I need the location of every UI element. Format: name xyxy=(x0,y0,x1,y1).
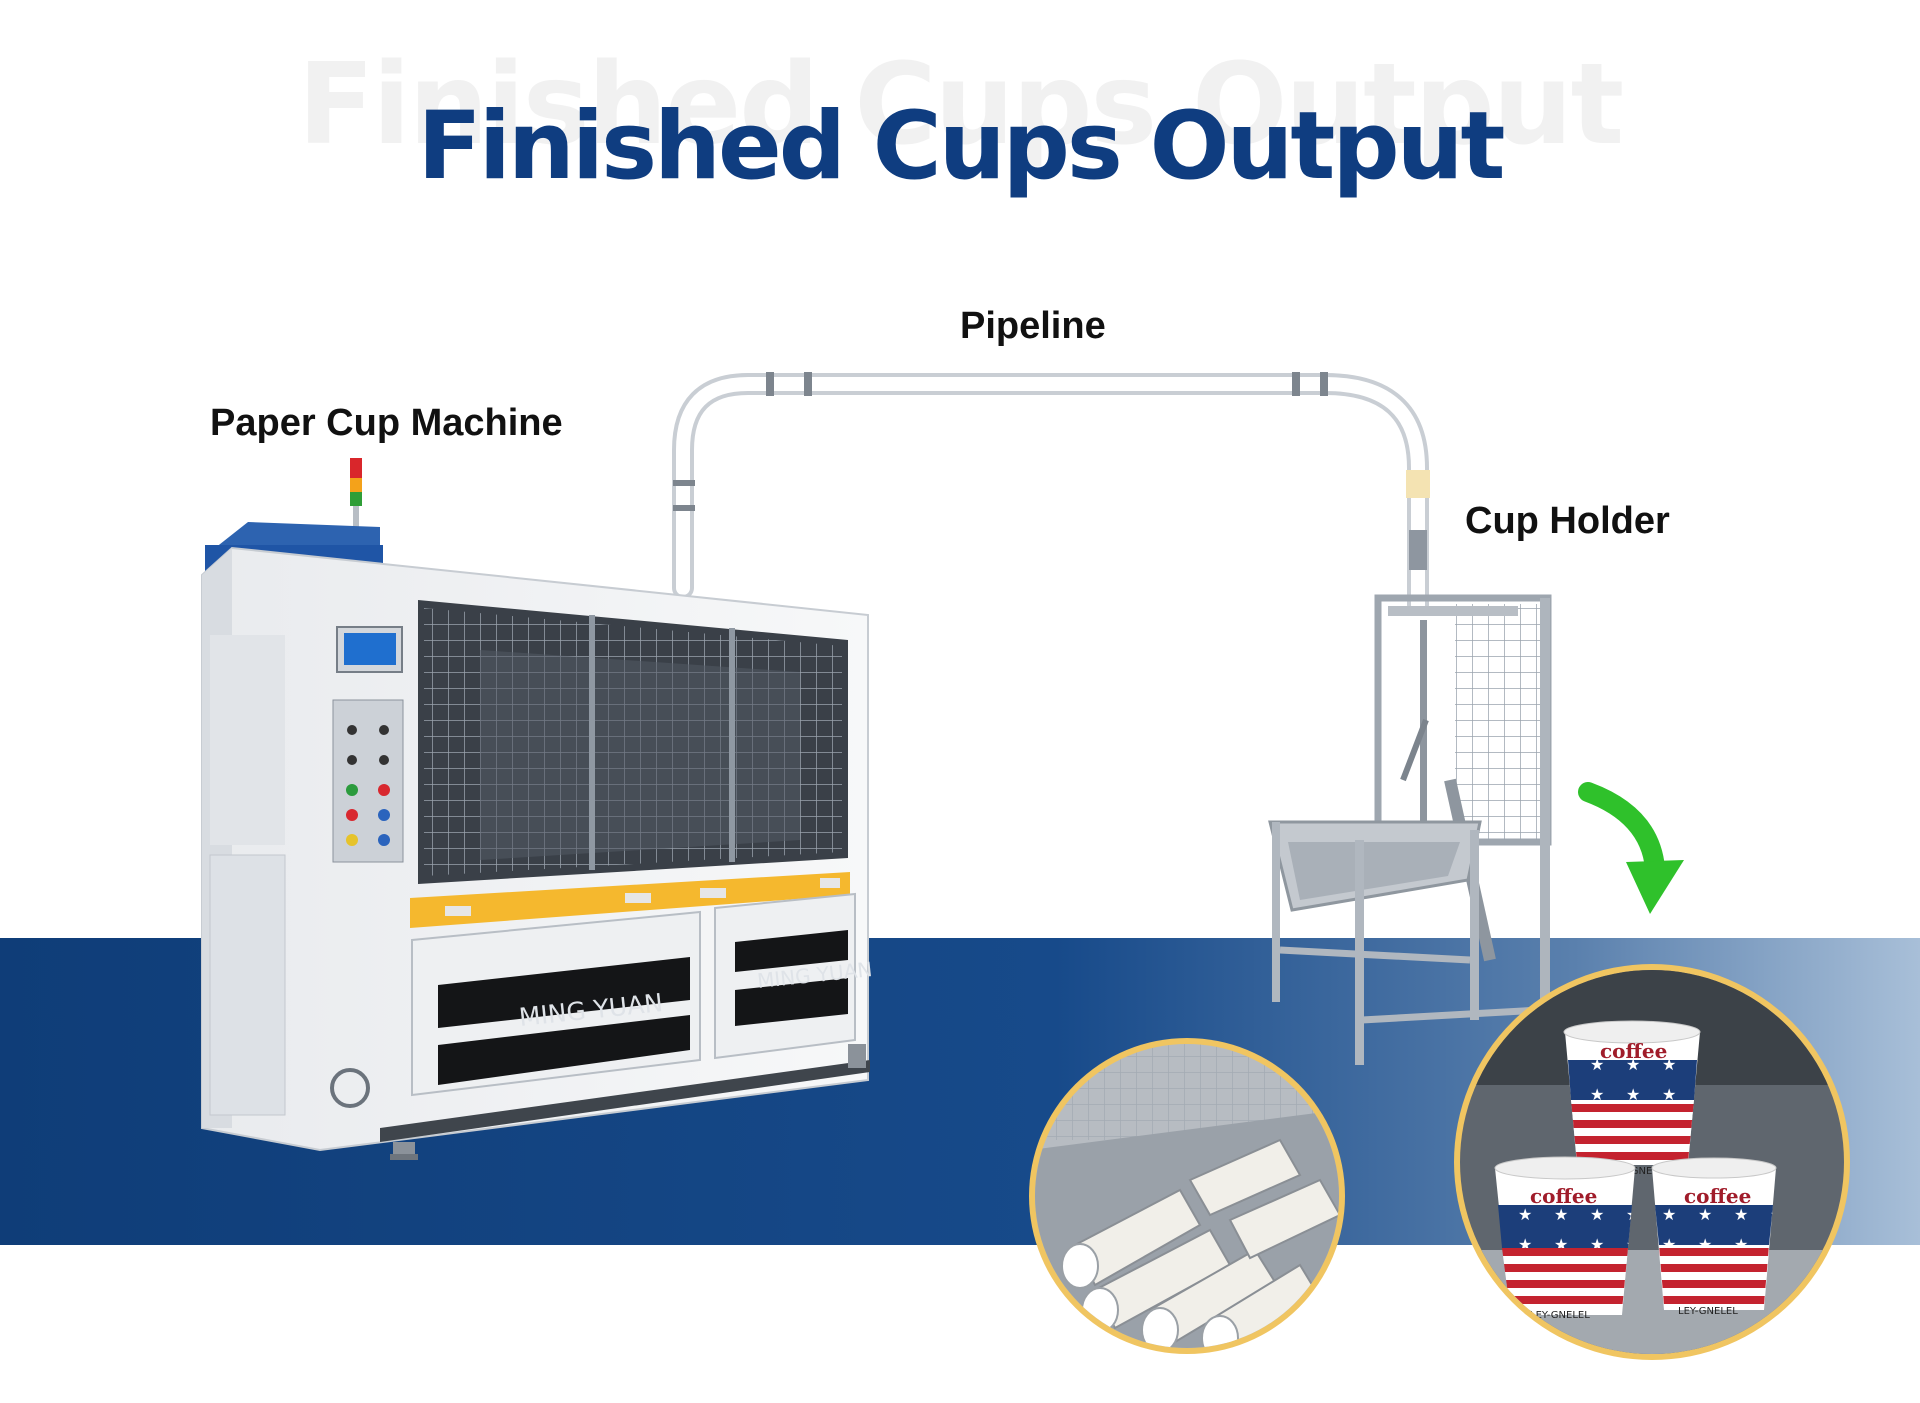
cups-in-tray-photo xyxy=(1029,1038,1345,1354)
down-arrow-icon xyxy=(1578,782,1684,914)
cup-top-label: coffee xyxy=(1600,1039,1667,1063)
cup-right-label: coffee xyxy=(1684,1184,1751,1208)
cup-top: coffee LEY-GNELEL xyxy=(1563,1020,1701,1177)
label-cup-holder: Cup Holder xyxy=(1465,500,1670,542)
finished-coffee-cups-photo: coffee LEY-GNELEL coffee LEY-GNELEL coff… xyxy=(1454,964,1850,1360)
cup-right: coffee LEY-GNELEL xyxy=(1651,1157,1777,1317)
label-pipeline: Pipeline xyxy=(960,305,1106,347)
pipeline xyxy=(672,372,1430,616)
label-paper-cup-machine: Paper Cup Machine xyxy=(210,402,563,444)
cup-left-code: LEY-GNELEL xyxy=(1530,1310,1590,1321)
paper-cup-machine: MING YUAN MING YUAN xyxy=(201,458,873,1160)
page-title: Finished Cups Output xyxy=(417,92,1506,201)
cup-left-label: coffee xyxy=(1530,1184,1597,1208)
cup-holder-stand xyxy=(1268,594,1552,1068)
cup-right-code: LEY-GNELEL xyxy=(1678,1306,1738,1317)
cup-top-code: LEY-GNELEL xyxy=(1610,1166,1670,1177)
cup-left: coffee LEY-GNELEL xyxy=(1494,1156,1636,1321)
title-shadow: Finished Cups Output xyxy=(297,40,1624,170)
